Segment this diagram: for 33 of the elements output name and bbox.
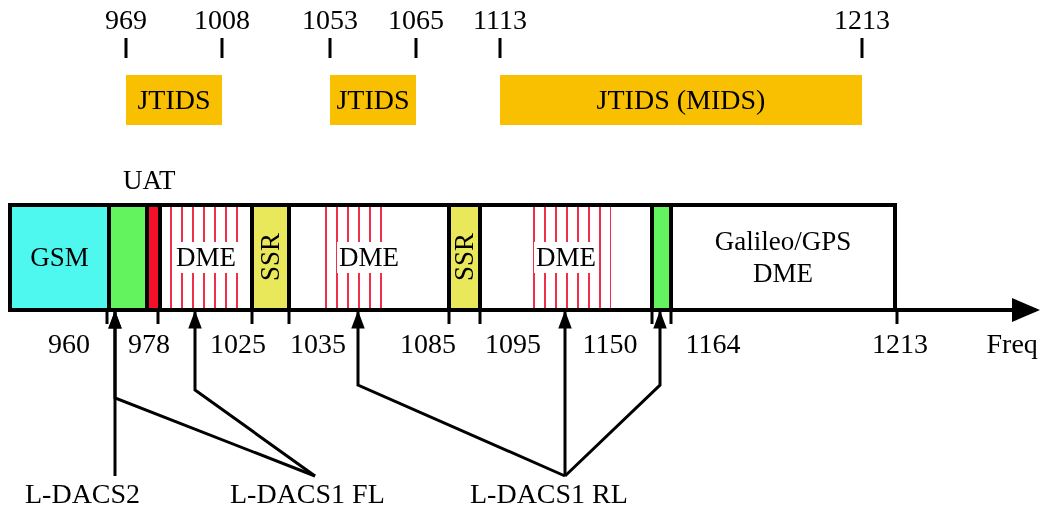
band-label: UAT <box>123 165 176 195</box>
frequency-label: 1053 <box>302 4 358 36</box>
leader-arrow <box>188 310 316 478</box>
leader-arrow <box>351 310 566 478</box>
system-label: L-DACS1 RL <box>470 478 628 510</box>
leader-arrow <box>558 310 572 476</box>
system-label: L-DACS1 FL <box>230 478 385 510</box>
frequency-label: 1095 <box>485 328 541 360</box>
band-label: SSR <box>254 233 286 282</box>
frequency-label: 1213 <box>872 328 928 360</box>
frequency-label: 969 <box>105 4 147 36</box>
frequency-label: 1085 <box>400 328 456 360</box>
band-label: DME <box>174 241 238 273</box>
frequency-label: 1065 <box>388 4 444 36</box>
frequency-label: 1164 <box>685 328 741 360</box>
band-bar: JTIDS (MIDS) <box>500 75 862 125</box>
system-label: L-DACS2 <box>25 478 141 510</box>
frequency-label: 1113 <box>473 4 527 36</box>
band-bar: JTIDS <box>126 75 222 125</box>
band-bar: JTIDS <box>330 75 416 125</box>
band-label: DME <box>534 241 598 273</box>
band-label: SSR <box>449 233 480 282</box>
frequency-label: 960 <box>48 328 90 360</box>
axis-label: Freq <box>986 328 1038 360</box>
frequency-label: 1213 <box>834 4 890 36</box>
frequency-label: 1035 <box>290 328 346 360</box>
frequency-label: 978 <box>128 328 170 360</box>
frequency-label: 1025 <box>210 328 266 360</box>
frequency-label: 1008 <box>194 4 250 36</box>
frequency-label: 1150 <box>582 328 638 360</box>
leader-arrow <box>563 310 667 478</box>
leader-arrow <box>108 310 316 478</box>
band-label: DME <box>337 241 401 273</box>
